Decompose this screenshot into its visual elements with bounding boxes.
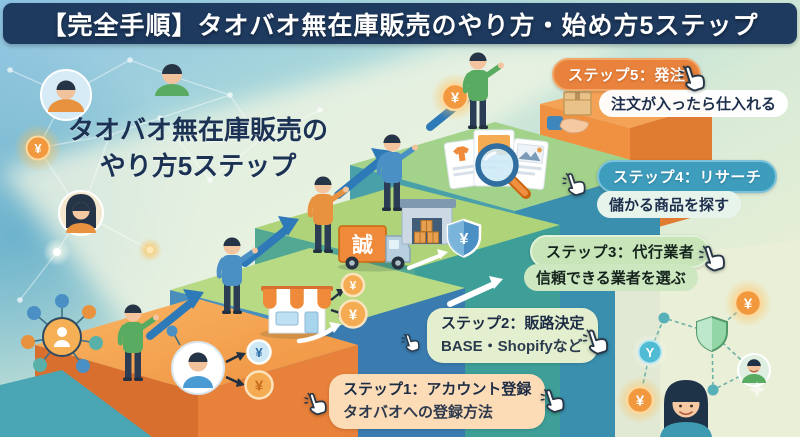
cursor-icon [694,240,730,276]
svg-text:¥: ¥ [460,231,469,248]
network-node [658,312,670,324]
white-arrows [296,249,503,344]
svg-text:Y: Y [646,345,655,360]
trust-network: ¥ ¥ Y [616,279,772,437]
woman-avatar [660,380,712,437]
yen-coin-blue: ¥ [246,339,272,365]
research-cards-icon [443,129,549,199]
header-bar: 【完全手順】タオバオ無在庫販売のやり方・始め方5ステップ [3,3,797,44]
y-coin-blue: Y [632,334,668,370]
sparkle [748,381,766,398]
svg-text:¥: ¥ [349,307,358,324]
step4-sublabel: 儲かる商品を探す [597,191,742,218]
main-title-line1: タオバオ無在庫販売の [67,115,328,145]
seller-avatar-icon [166,325,246,395]
shield-green-icon [696,315,728,353]
shield-yen-icon: ¥ [446,218,482,258]
glow-node-white [43,238,162,266]
header-title: 【完全手順】タオバオ無在庫販売のやり方・始め方5ステップ [41,11,759,40]
cursor-icon [398,330,423,355]
yen-coin-orange: ¥ [616,376,664,424]
svg-text:¥: ¥ [255,345,263,360]
cursor-icon [558,168,590,200]
step5-label-pill[interactable]: ステップ5：発注 [552,58,702,91]
network-avatar-man-green [155,64,189,96]
cursor-icon [578,324,613,359]
step2-sublabel: BASE・Shopifyなど [441,337,583,355]
step4-label-pill[interactable]: ステップ4：リサーチ [597,160,778,193]
svg-text:¥: ¥ [350,279,357,293]
yen-coin-orange: ¥ [338,299,368,329]
main-title: タオバオ無在庫販売の やり方5ステップ [48,112,348,185]
cursor-icon [536,384,569,417]
network-node [707,384,719,396]
svg-text:誠: 誠 [352,233,373,257]
storefront-icon [260,286,334,339]
network-yen-node: ¥ [14,124,62,172]
customer-hub-icon [21,294,103,373]
network-avatar-man-orange [40,69,92,121]
svg-text:¥: ¥ [451,90,460,107]
yen-coin-orange: ¥ [244,370,274,400]
step3-sublabel: 信頼できる業者を選ぶ [524,264,698,291]
svg-text:¥: ¥ [744,296,753,313]
teal-corner-wedge [0,370,152,437]
svg-text:¥: ¥ [255,378,264,395]
delivery-truck-icon: 誠 [338,225,411,272]
network-avatar-woman [58,190,104,236]
hand-box-icon [547,91,592,134]
svg-text:¥: ¥ [636,393,645,410]
yen-coin-orange: ¥ [340,272,366,298]
magnifier-icon [475,143,531,199]
cursor-icon [674,60,710,96]
svg-text:¥: ¥ [34,141,42,156]
step1-label: ステップ1：アカウント登録 [343,381,532,398]
step2-label: ステップ2：販路決定 [441,315,585,332]
step1-sublabel: タオバオへの登録方法 [343,403,494,421]
yen-coin-orange: ¥ [724,279,772,327]
step2-label-box[interactable]: ステップ2：販路決定 BASE・Shopifyなど [427,308,599,363]
step1-label-box[interactable]: ステップ1：アカウント登録 タオバオへの登録方法 [329,374,546,429]
man-avatar [737,353,771,387]
cursor-icon [300,388,331,419]
warehouse-icon [398,199,456,245]
main-title-line2: やり方5ステップ [99,151,297,182]
step5-sublabel: 注文が入ったら仕入れる [599,90,789,117]
